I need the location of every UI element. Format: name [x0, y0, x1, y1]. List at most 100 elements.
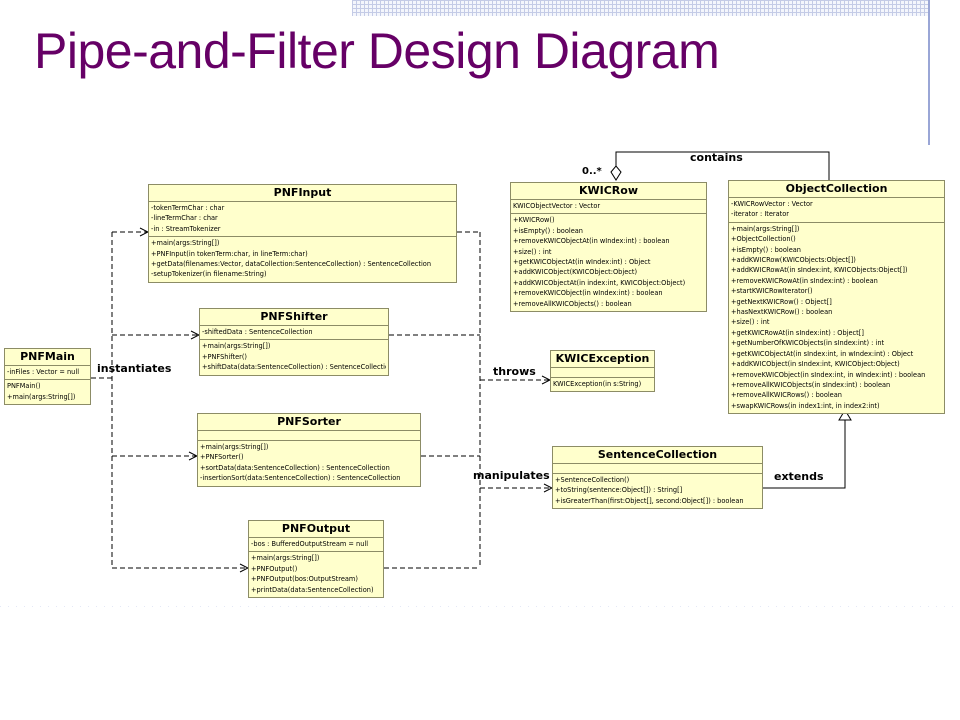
- operation: +addKWICObject(in sIndex:int, KWICObject…: [731, 360, 900, 369]
- decorative-bottom-pattern: [0, 606, 960, 720]
- attribute-section: -shiftedData : SentenceCollection: [200, 326, 388, 341]
- operation: +removeAllKWICObjects() : boolean: [513, 299, 632, 308]
- operation: +size() : int: [731, 318, 770, 327]
- operation-section: +main(args:String[])+PNFShifter() +shiftD…: [200, 340, 388, 374]
- operation: +swapKWICRows(in index1:int, in index2:i…: [731, 401, 880, 410]
- operation: +startKWICRowIterator(): [731, 287, 813, 296]
- attribute-section: KWICObjectVector : Vector: [511, 200, 706, 215]
- operation: +main(args:String[]): [202, 342, 271, 351]
- class-name: KWICException: [551, 351, 654, 368]
- operation-section: +KWICRow()+isEmpty() : boolean +removeKWI…: [511, 214, 706, 311]
- edge-contains: [615, 151, 830, 180]
- attribute: -in : StreamTokenizer: [151, 224, 221, 233]
- class-objectcollection: ObjectCollection-KWICRowVector : Vector-…: [728, 180, 945, 415]
- operation: +addKWICRow(KWICObjects:Object[]): [731, 256, 856, 265]
- slide-title: Pipe-and-Filter Design Diagram: [34, 23, 720, 79]
- operation: +isEmpty() : boolean: [513, 226, 583, 235]
- generalization-triangle: [838, 409, 852, 421]
- operation: PNFMain(): [7, 382, 41, 391]
- class-pnfsorter: PNFSorter +main(args:String[]) +PNFSorter(…: [197, 413, 421, 487]
- operation: +PNFInput(in tokenTerm:char, in lineTerm…: [151, 249, 308, 258]
- operation: +toString(sentence:Object[]) : String[]: [555, 486, 683, 495]
- attribute: -inFiles : Vector = null: [7, 368, 80, 376]
- operation: +getNextKWICRow() : Object[]: [731, 297, 832, 306]
- class-pnfoutput: PNFOutput-bos : BufferedOutputStream = n…: [248, 520, 384, 599]
- label-multiplicity: 0..*: [582, 166, 602, 177]
- label-contains: contains: [690, 151, 743, 164]
- attribute: -tokenTermChar : char: [151, 204, 225, 212]
- decorative-grid-band: [352, 0, 928, 16]
- operation: +removeKWICObject(in wIndex:int) : boole…: [513, 289, 663, 298]
- operation: +main(args:String[]): [7, 392, 76, 401]
- operation: +main(args:String[]): [251, 554, 320, 563]
- operation: +hasNextKWICRow() : boolean: [731, 308, 833, 317]
- class-name: PNFOutput: [249, 521, 383, 538]
- class-name: KWICRow: [511, 183, 706, 200]
- label-throws: throws: [493, 365, 536, 378]
- operation-section: +main(args:String[])+PNFOutput() +PNFOutp…: [249, 552, 383, 597]
- attribute: -lineTermChar : char: [151, 214, 218, 223]
- operation: -insertionSort(data:SentenceCollection) …: [200, 474, 401, 483]
- attribute-section: [198, 431, 420, 441]
- attribute: -KWICRowVector : Vector: [731, 200, 813, 208]
- operation: +getKWICObjectAt(in wIndex:int) : Object: [513, 258, 651, 267]
- operation-section: +main(args:String[])+PNFSorter()+sortDat…: [198, 441, 420, 486]
- operation: +PNFShifter(): [202, 352, 248, 361]
- operation: +main(args:String[]): [151, 239, 220, 248]
- operation: +PNFSorter(): [200, 453, 244, 462]
- operation: +PNFOutput(): [251, 564, 298, 573]
- label-manipulates: manipulates: [473, 469, 550, 482]
- operation: +getKWICRowAt(in sIndex:int) : Object[]: [731, 328, 864, 337]
- operation: +getData(filenames:Vector, dataCollectio…: [151, 260, 432, 269]
- operation: -setupTokenizer(in filename:String): [151, 270, 267, 279]
- operation: +removeAllKWICRows() : boolean: [731, 391, 842, 400]
- operation: +printData(data:SentenceCollection): [251, 585, 374, 594]
- operation: +addKWICObject(KWICObject:Object): [513, 268, 638, 277]
- operation: +addKWICRowAt(in sIndex:int, KWICObjects…: [731, 266, 908, 275]
- operation-section: PNFMain()+main(args:String[]): [5, 380, 90, 404]
- operation: +removeKWICObject(in sIndex:int, in wInd…: [731, 370, 926, 379]
- operation: +removeAllKWICObjects(in sIndex:int) : b…: [731, 380, 891, 389]
- class-pnfshifter: PNFShifter-shiftedData : SentenceCollect…: [199, 308, 389, 376]
- operation: +main(args:String[]): [200, 443, 269, 451]
- operation: KWICException(in s:String): [553, 380, 642, 388]
- label-extends: extends: [774, 470, 824, 483]
- attribute-section: [551, 368, 654, 378]
- decorative-vertical-line: [928, 0, 930, 145]
- operation: +shiftData(data:SentenceCollection) : Se…: [202, 363, 386, 372]
- operation: +getKWICObjectAt(in sIndex:int, in wInde…: [731, 349, 914, 358]
- operation: +getNumberOfKWICObjects(in sIndex:int) :…: [731, 339, 885, 348]
- operation: +SentenceCollection(): [555, 476, 630, 484]
- operation: +ObjectCollection(): [731, 235, 796, 244]
- class-name: PNFInput: [149, 185, 456, 202]
- operation: +PNFOutput(bos:OutputStream): [251, 575, 358, 584]
- class-name: SentenceCollection: [553, 447, 762, 464]
- operation: +addKWICObjectAt(in index:int, KWICObjec…: [513, 278, 686, 287]
- attribute: KWICObjectVector : Vector: [513, 202, 601, 210]
- attribute-section: -KWICRowVector : Vector -iterator : Itera…: [729, 198, 944, 223]
- attribute: -shiftedData : SentenceCollection: [202, 328, 313, 336]
- operation-section: +main(args:String[])+ObjectCollection()+…: [729, 223, 944, 413]
- attribute-section: [553, 464, 762, 474]
- edge-extends: [763, 420, 846, 489]
- operation-section: +SentenceCollection() +toString(sentence:…: [553, 474, 762, 508]
- class-name: PNFMain: [5, 349, 90, 366]
- attribute-section: -bos : BufferedOutputStream = null: [249, 538, 383, 553]
- attribute-section: -tokenTermChar : char -lineTermChar : cha…: [149, 202, 456, 238]
- class-name: ObjectCollection: [729, 181, 944, 198]
- operation-section: +main(args:String[])+PNFInput(in tokenTe…: [149, 237, 456, 282]
- operation-section: KWICException(in s:String): [551, 378, 654, 391]
- operation: +size() : int: [513, 247, 552, 256]
- operation: +removeKWICRowAt(in sIndex:int) : boolea…: [731, 276, 878, 285]
- aggregation-diamond: [610, 165, 622, 181]
- operation: +isGreaterThan(first:Object[], second:Ob…: [555, 496, 744, 505]
- class-sentencecollection: SentenceCollection+SentenceCollection()+…: [552, 446, 763, 510]
- attribute: -iterator : Iterator: [731, 210, 790, 219]
- class-name: PNFSorter: [198, 414, 420, 431]
- operation: +isEmpty() : boolean: [731, 245, 801, 254]
- operation: +KWICRow(): [513, 216, 555, 225]
